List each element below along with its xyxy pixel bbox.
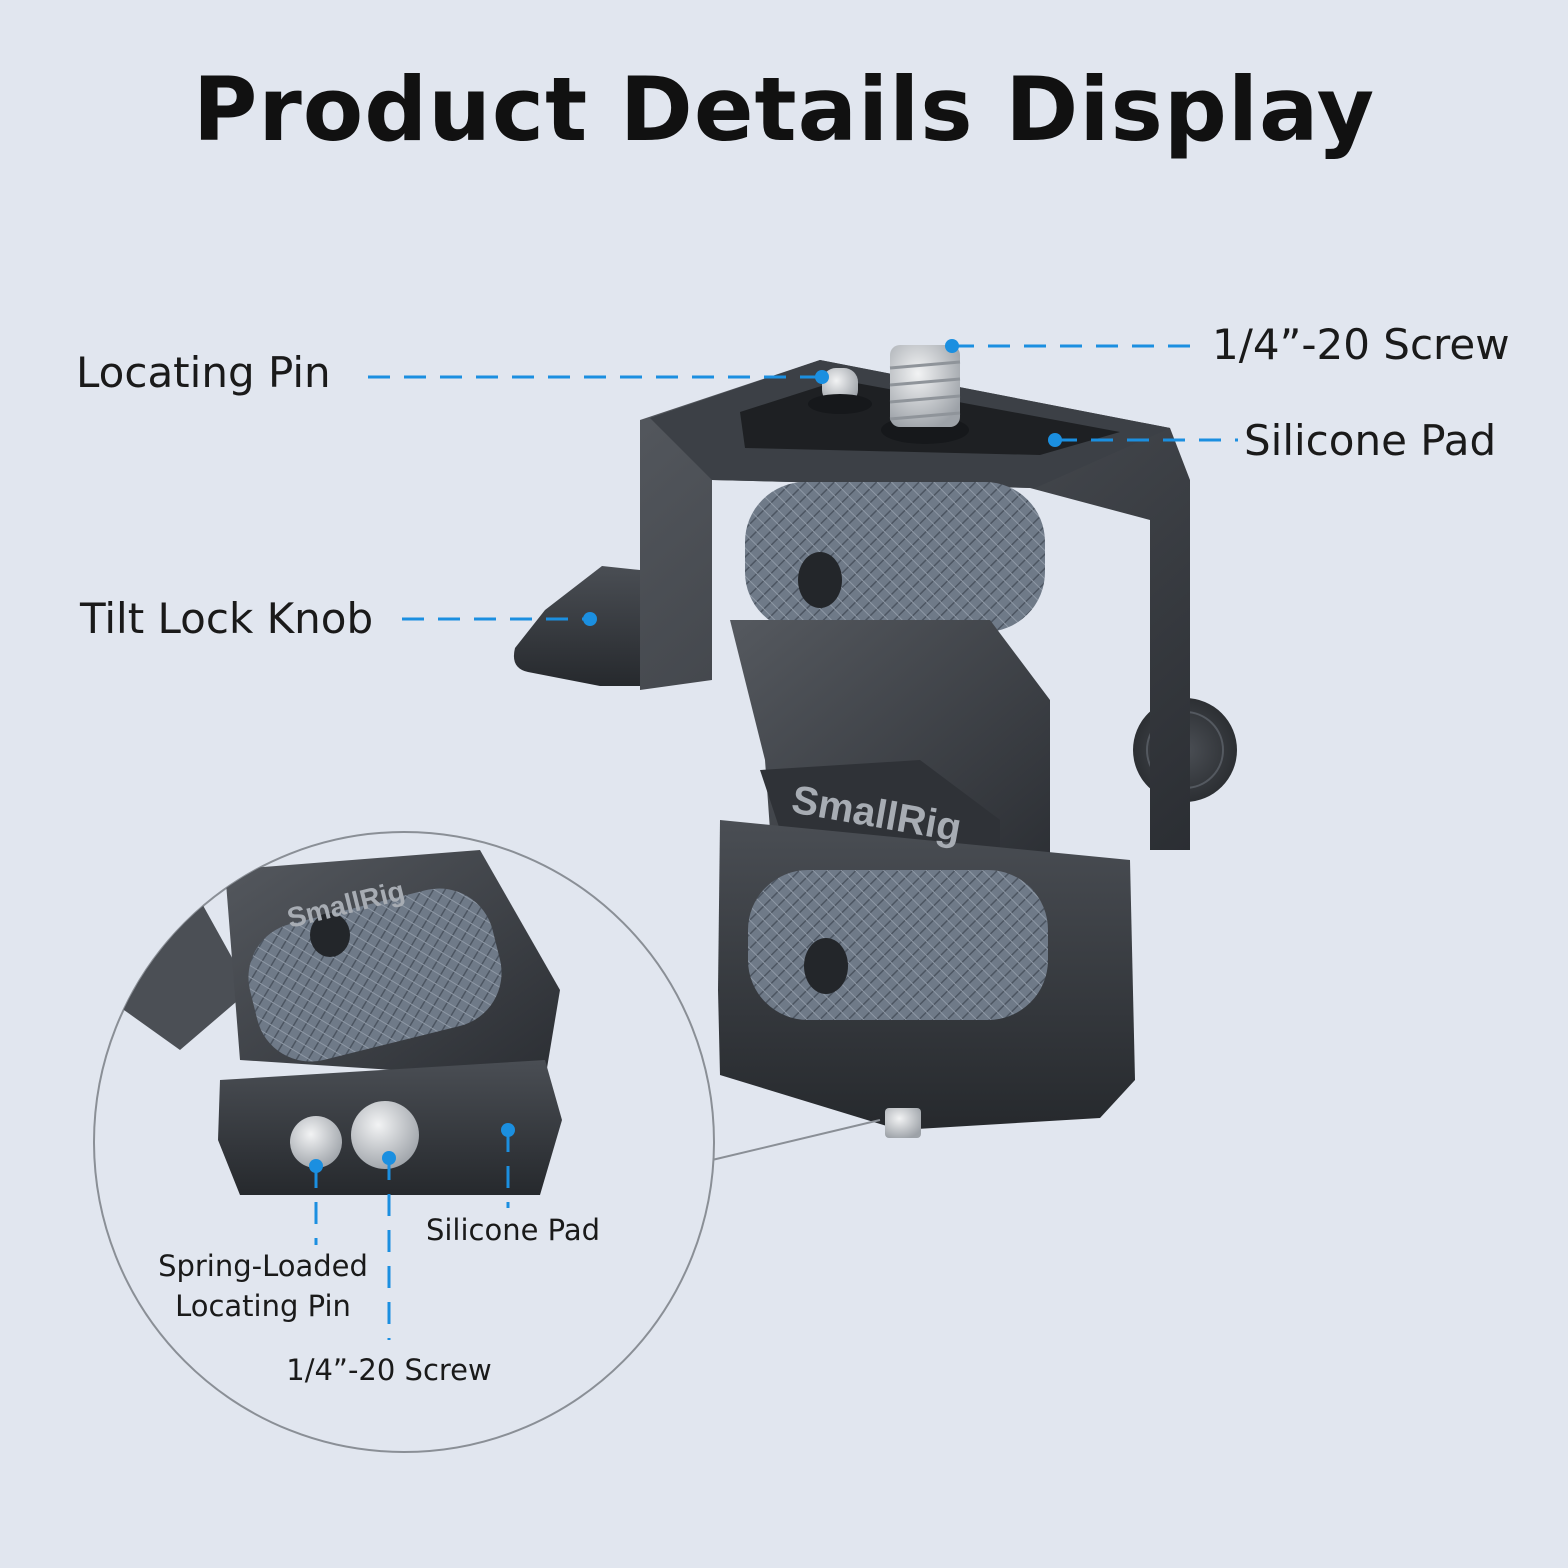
label-locating-pin: Locating Pin (76, 348, 331, 397)
label-screw-top: 1/4”-20 Screw (1212, 320, 1510, 369)
callout-dots (309, 339, 1062, 1173)
bottom-screw-icon (351, 1101, 419, 1169)
spring-pin-icon (290, 1116, 342, 1168)
lower-knurled-ring-icon (748, 870, 1048, 1020)
label-spring-loaded-pin-line2: Locating Pin (175, 1289, 351, 1323)
label-silicone-pad-bottom: Silicone Pad (425, 1213, 601, 1247)
magnifier-link-line (711, 1119, 881, 1161)
page-title: Product Details Display (192, 58, 1376, 161)
zoom-detail-circle (93, 831, 715, 1453)
callout-leaders (314, 344, 1238, 1340)
label-screw-bottom: 1/4”-20 Screw (286, 1353, 492, 1387)
label-tilt-lock-knob: Tilt Lock Knob (80, 594, 374, 643)
upper-knurled-ring-icon (745, 482, 1045, 632)
main-mount-render (513, 345, 1237, 1138)
label-spring-loaded-pin-line1: Spring-Loaded (158, 1249, 368, 1283)
label-spring-loaded-pin: Spring-Loaded Locating Pin (150, 1246, 376, 1326)
label-silicone-pad-top: Silicone Pad (1244, 416, 1497, 465)
